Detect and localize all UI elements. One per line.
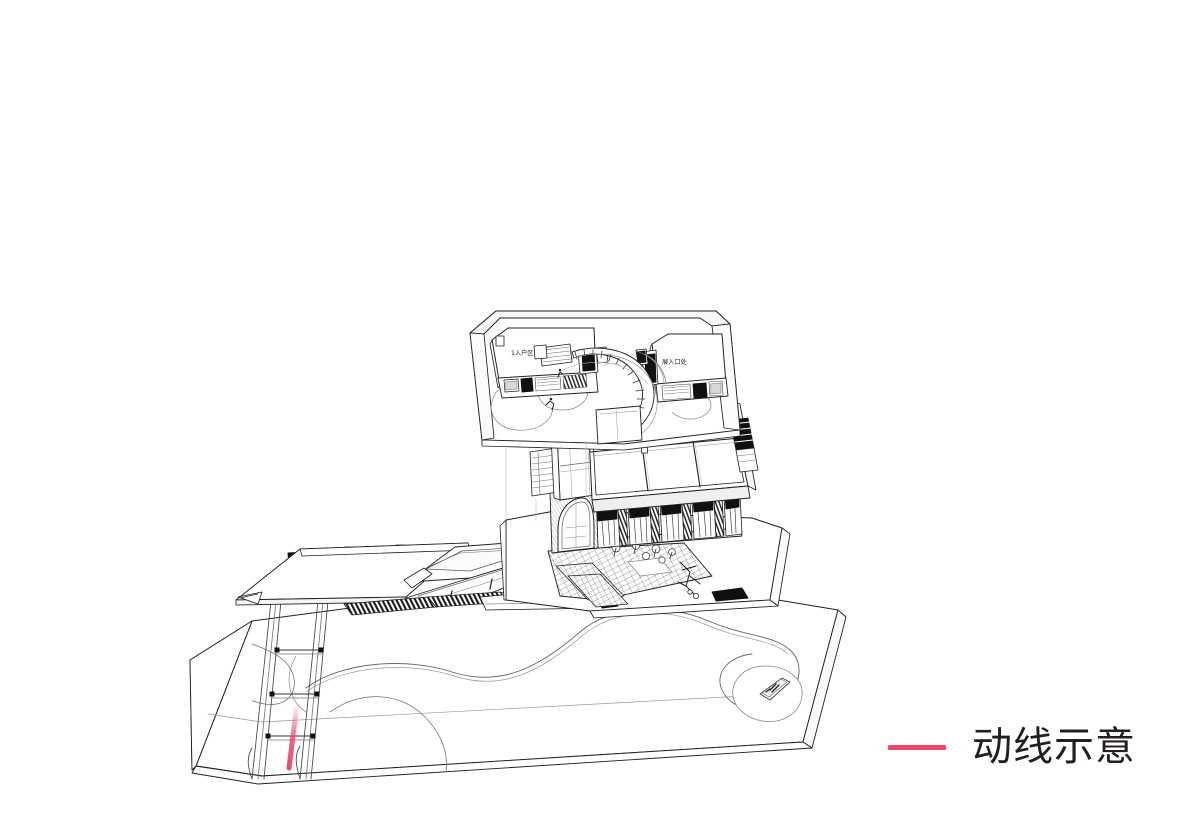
ground-level-site bbox=[189, 591, 847, 785]
entry-ramp bbox=[247, 600, 329, 780]
level-alignment-guides bbox=[505, 443, 587, 521]
paved-terrace bbox=[547, 542, 713, 608]
upper-room-left-label: 1入户区 bbox=[511, 349, 534, 357]
room-label-group: 1入户区 展入口处 bbox=[511, 349, 687, 366]
circulation-path bbox=[286, 700, 300, 771]
curved-stair bbox=[533, 343, 667, 437]
arched-entry-portal bbox=[549, 486, 599, 554]
upper-room-right-label: 展入口处 bbox=[662, 358, 687, 366]
level-connector bbox=[595, 405, 643, 445]
boat-icon bbox=[759, 677, 791, 701]
landscape-paths bbox=[252, 608, 800, 772]
legend: 动线示意 bbox=[888, 727, 1136, 767]
circulation-line-icon bbox=[888, 744, 946, 750]
water-pond bbox=[732, 665, 803, 722]
legend-label: 动线示意 bbox=[972, 724, 1136, 770]
